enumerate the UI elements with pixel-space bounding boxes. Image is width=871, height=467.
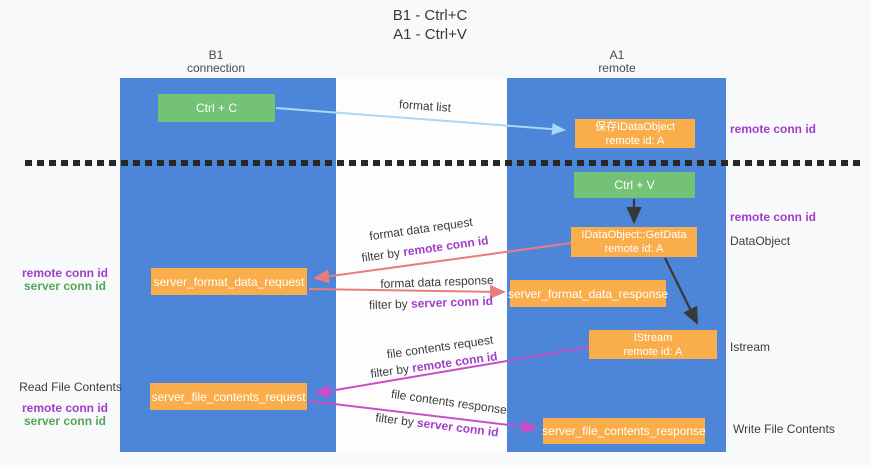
left-column-name: B1 bbox=[208, 48, 224, 62]
dataobject-label: DataObject bbox=[730, 234, 791, 248]
read-file-contents-label: Read File Contents bbox=[19, 380, 122, 394]
right-column-header: A1 remote bbox=[547, 49, 687, 75]
getdata-line2: remote id: A bbox=[604, 243, 664, 255]
left-conn-id-stack-1: remote conn id server conn id bbox=[15, 267, 115, 293]
title-line-1: B1 - Ctrl+C bbox=[392, 7, 468, 24]
server-format-data-request-label: server_format_data_request bbox=[153, 274, 305, 289]
idataobject-getdata-node: IDataObject::GetData remote id: A bbox=[571, 227, 697, 257]
left-column-header: B1 connection bbox=[146, 49, 286, 75]
istream-line2: remote id: A bbox=[623, 345, 683, 358]
istream-side-label: Istream bbox=[730, 340, 771, 354]
ctrl-c-node: Ctrl + C bbox=[158, 94, 275, 122]
left-conn-id-stack-2: remote conn id server conn id bbox=[15, 402, 115, 428]
left-remote-conn-id-1: remote conn id bbox=[21, 266, 108, 280]
right-column-name: A1 bbox=[609, 48, 625, 62]
left-server-conn-id-2: server conn id bbox=[23, 414, 107, 428]
server-file-contents-response-label: server_file_contents_response bbox=[542, 424, 706, 438]
server-format-data-request-node: server_format_data_request bbox=[151, 268, 307, 295]
server-file-contents-request-label: server_file_contents_request bbox=[151, 389, 306, 404]
right-column-role: remote bbox=[598, 61, 636, 75]
diagram-title: B1 - Ctrl+C A1 - Ctrl+V bbox=[330, 6, 530, 44]
istream-node: IStream remote id: A bbox=[589, 330, 717, 359]
left-column-role: connection bbox=[186, 61, 246, 75]
server-file-contents-response-node: server_file_contents_response bbox=[542, 418, 706, 444]
ctrl-v-node: Ctrl + V bbox=[574, 172, 695, 198]
save-idataobject-line2: remote id: A bbox=[605, 134, 665, 147]
right-remote-conn-id-2: remote conn id bbox=[730, 210, 817, 224]
server-format-data-response-node: server_format_data_response bbox=[507, 280, 669, 307]
write-file-contents-label: Write File Contents bbox=[733, 422, 835, 436]
ctrl-c-label: Ctrl + C bbox=[195, 101, 237, 115]
title-line-2: A1 - Ctrl+V bbox=[393, 26, 467, 43]
server-format-data-response-label: server_format_data_response bbox=[507, 286, 669, 301]
filter-by-text-2: filter by bbox=[368, 296, 412, 313]
right-remote-conn-id-1: remote conn id bbox=[730, 122, 817, 136]
server-file-contents-request-node: server_file_contents_request bbox=[150, 383, 307, 410]
getdata-line1: IDataObject::GetData bbox=[581, 229, 687, 241]
left-server-conn-id-1: server conn id bbox=[23, 279, 107, 293]
phase-divider-dashed-line bbox=[25, 160, 864, 166]
left-remote-conn-id-2: remote conn id bbox=[21, 401, 108, 415]
filter-server-conn-id-1: server conn id bbox=[410, 293, 494, 311]
save-idataobject-node: 保存IDataObject remote id: A bbox=[575, 119, 695, 148]
save-idataobject-line1: 保存IDataObject bbox=[594, 120, 676, 133]
ctrl-v-label: Ctrl + V bbox=[614, 178, 655, 192]
istream-line1: IStream bbox=[633, 331, 673, 344]
